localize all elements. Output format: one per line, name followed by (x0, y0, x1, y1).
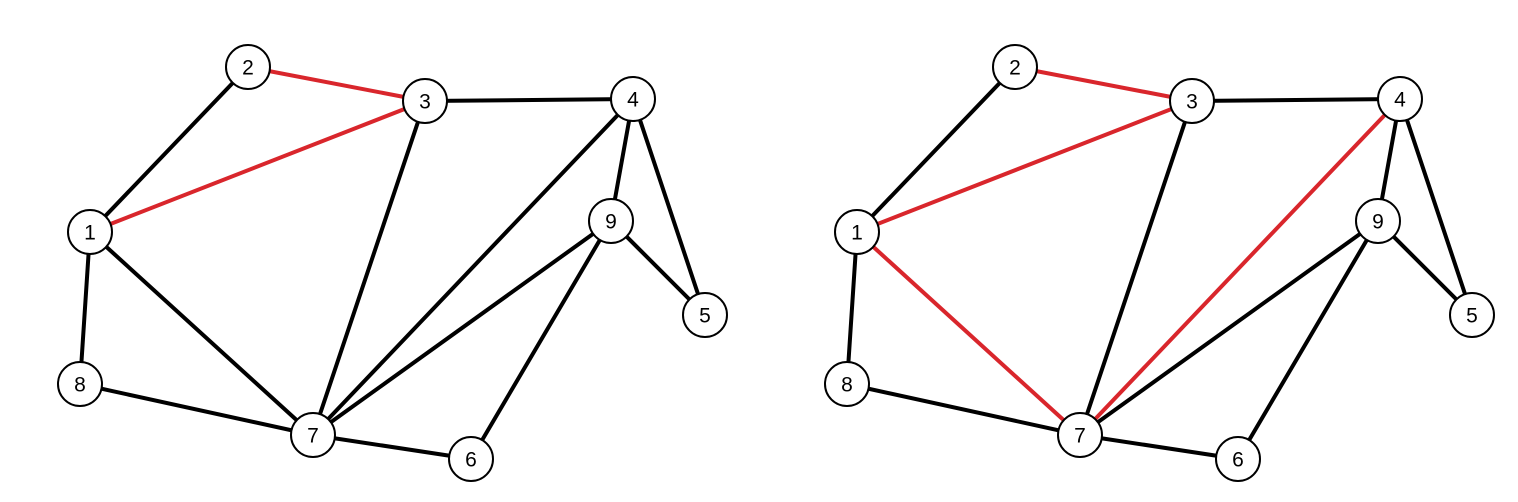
node-circle (1355, 198, 1401, 244)
node-label: 9 (1372, 211, 1384, 234)
node-circle (290, 412, 336, 458)
node-circle (1057, 412, 1103, 458)
node-label: 5 (1466, 305, 1478, 328)
node-label: 6 (1232, 449, 1244, 472)
edge-4-7 (311, 97, 635, 437)
highlighted-edge-2-3 (1013, 65, 1194, 103)
node-label: 2 (1009, 57, 1021, 80)
node-label: 8 (841, 374, 853, 397)
node-9: 9 (588, 198, 634, 244)
edge-7-6 (311, 433, 473, 461)
highlighted-edge-4-7 (1078, 97, 1402, 437)
node-8: 8 (824, 361, 870, 407)
highlighted-edge-1-3 (855, 99, 1194, 234)
edge-3-7 (311, 99, 427, 437)
edge-8-7 (845, 382, 1082, 437)
edge-8-7 (78, 382, 315, 437)
node-6: 6 (448, 436, 494, 482)
node-2: 2 (225, 44, 271, 90)
edge-3-4 (423, 97, 635, 103)
node-circle (57, 361, 103, 407)
node-6: 6 (1215, 436, 1261, 482)
node-7: 7 (1057, 412, 1103, 458)
node-5: 5 (1449, 292, 1495, 338)
edge-1-7 (88, 230, 315, 437)
edge-9-7 (311, 219, 613, 437)
node-4: 4 (610, 76, 656, 122)
node-7: 7 (290, 412, 336, 458)
node-label: 2 (242, 57, 254, 80)
node-circle (992, 44, 1038, 90)
node-circle (834, 209, 880, 255)
edge-4-5 (1398, 97, 1474, 317)
edge-1-2 (88, 65, 250, 234)
node-label: 1 (851, 222, 863, 245)
node-2: 2 (992, 44, 1038, 90)
node-3: 3 (402, 78, 448, 124)
node-1: 1 (834, 209, 880, 255)
node-label: 5 (699, 305, 711, 328)
node-label: 7 (307, 425, 319, 448)
node-circle (225, 44, 271, 90)
node-label: 4 (1394, 89, 1406, 112)
edge-4-5 (631, 97, 707, 317)
node-circle (402, 78, 448, 124)
node-label: 3 (419, 91, 431, 114)
node-3: 3 (1169, 78, 1215, 124)
edge-1-8 (845, 230, 859, 386)
node-circle (1169, 78, 1215, 124)
node-circle (588, 198, 634, 244)
node-label: 3 (1186, 91, 1198, 114)
node-label: 9 (605, 211, 617, 234)
edge-9-7 (1078, 219, 1380, 437)
node-5: 5 (682, 292, 728, 338)
highlighted-edge-1-7 (855, 230, 1082, 437)
node-circle (1215, 436, 1261, 482)
node-circle (682, 292, 728, 338)
node-label: 6 (465, 449, 477, 472)
node-4: 4 (1377, 76, 1423, 122)
edge-1-8 (78, 230, 92, 386)
edge-1-2 (855, 65, 1017, 234)
edge-9-6 (1236, 219, 1380, 461)
node-circle (1377, 76, 1423, 122)
node-circle (610, 76, 656, 122)
highlighted-edge-2-3 (246, 65, 427, 103)
node-1: 1 (67, 209, 113, 255)
edge-3-7 (1078, 99, 1194, 437)
node-label: 8 (74, 374, 86, 397)
edge-9-6 (469, 219, 613, 461)
node-circle (824, 361, 870, 407)
node-label: 7 (1074, 425, 1086, 448)
highlighted-edge-1-3 (88, 99, 427, 234)
edge-3-4 (1190, 97, 1402, 103)
node-label: 1 (84, 222, 96, 245)
edge-7-6 (1078, 433, 1240, 461)
node-9: 9 (1355, 198, 1401, 244)
graph-left: 1 2 3 4 5 6 7 8 9 (57, 44, 728, 482)
node-circle (448, 436, 494, 482)
node-label: 4 (627, 89, 639, 112)
node-8: 8 (57, 361, 103, 407)
graph-right: 1 2 3 4 5 6 7 8 9 (824, 44, 1495, 482)
node-circle (1449, 292, 1495, 338)
node-circle (67, 209, 113, 255)
